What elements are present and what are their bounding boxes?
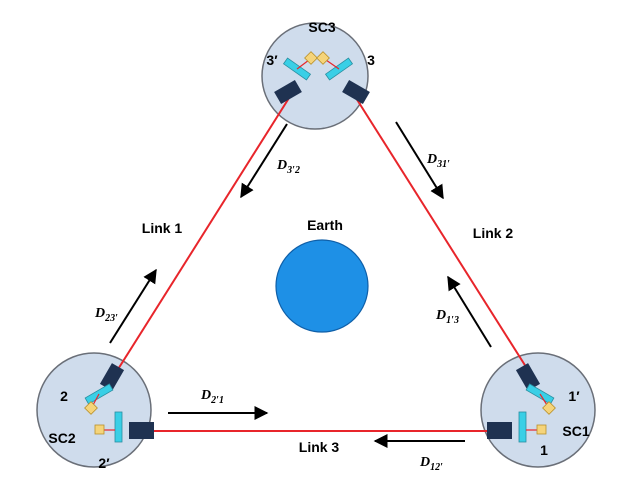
sc2-port-b-label: 2′ [98, 455, 110, 471]
mirror-2prime-icon [114, 411, 123, 443]
sc2-label: SC2 [48, 430, 75, 446]
arrow-d-1prime3 [447, 275, 492, 348]
sc3-optics [274, 51, 370, 105]
mirror-1-icon [518, 411, 527, 443]
sc3-label: SC3 [308, 19, 335, 35]
arrow-d-23prime [109, 268, 157, 344]
arrow-d-3prime2 [240, 123, 288, 199]
delay-label-d-23prime: D23′ [94, 306, 118, 324]
delay-label-d-2prime1: D2′1 [200, 388, 224, 406]
telescope-2prime-icon [129, 422, 154, 439]
delay-label-d-1prime3: D1′3 [435, 308, 459, 326]
laser-2prime-icon [94, 424, 105, 435]
link-2-line [355, 97, 529, 371]
link-2-label: Link 2 [473, 225, 514, 241]
sc2-port-a-label: 2 [60, 388, 68, 404]
laser-3prime-icon [304, 51, 318, 65]
delay-label-d-3prime2: D3′2 [276, 158, 300, 176]
spacecraft-sc1-body [480, 352, 596, 468]
arrow-d-31prime [395, 121, 444, 200]
link-1-line [114, 97, 290, 375]
link-3-label: Link 3 [299, 439, 340, 455]
sc2-optics [84, 363, 154, 443]
laser-2-icon [84, 401, 98, 415]
telescope-3-icon [342, 79, 370, 105]
telescope-3prime-icon [274, 79, 302, 105]
laser-3-icon [316, 51, 330, 65]
telescope-1prime-icon [515, 363, 541, 391]
sc3-port-b-label: 3 [367, 52, 375, 68]
sc1-label: SC1 [562, 423, 589, 439]
link-1-label: Link 1 [142, 220, 183, 236]
delay-label-d-31prime: D31′ [426, 152, 450, 170]
sc3-port-a-label: 3′ [266, 52, 278, 68]
sc1-port-a-label: 1′ [568, 388, 580, 404]
telescope-1-icon [487, 422, 512, 439]
laser-1-icon [536, 424, 547, 435]
sc1-optics [487, 363, 556, 443]
earth-label: Earth [307, 217, 343, 233]
sc1-port-b-label: 1 [540, 442, 548, 458]
telescope-2-icon [99, 363, 125, 391]
spacecraft-sc3-body [261, 22, 369, 130]
earth-icon [275, 239, 369, 333]
delay-label-d-12prime: D12′ [419, 455, 443, 473]
laser-1prime-icon [542, 401, 556, 415]
